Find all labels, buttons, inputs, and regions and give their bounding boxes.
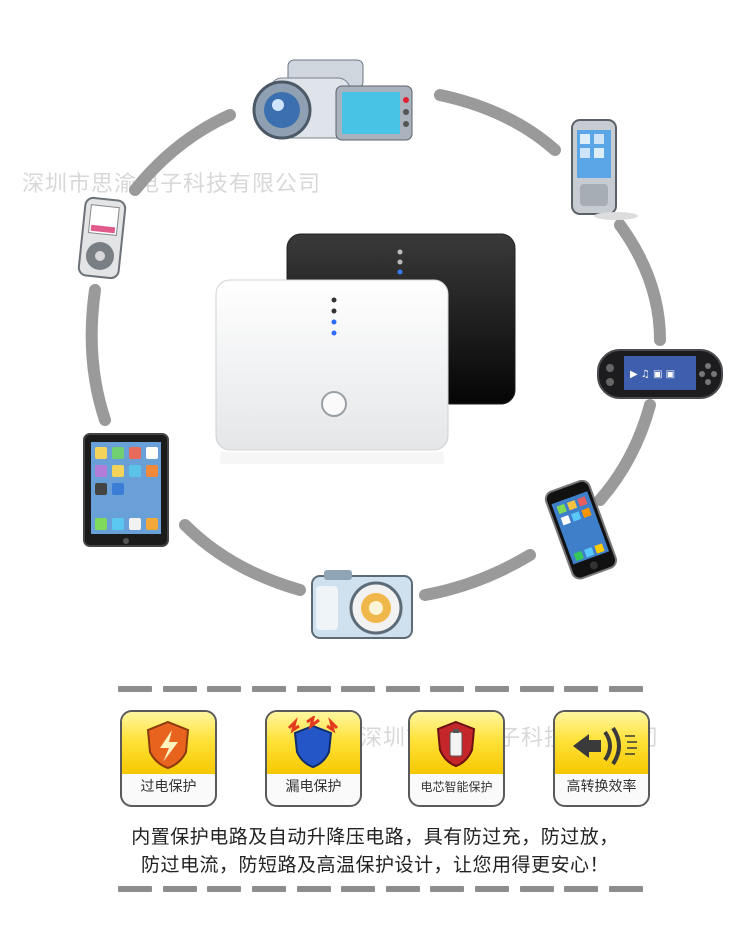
ring-segment xyxy=(434,89,561,156)
battery-shield-icon xyxy=(436,720,476,768)
power-bank-white xyxy=(215,279,449,464)
ring-segment xyxy=(129,109,236,196)
feature-label: 电芯智能保护 xyxy=(420,780,493,794)
camcorder-icon xyxy=(252,59,413,141)
feature-badge-battery: 电芯智能保护 xyxy=(408,710,505,807)
game-console-icon: ▶ ♫ ▣ ▣ xyxy=(597,349,723,399)
divider-top xyxy=(118,686,643,694)
feature-phone-icon xyxy=(571,119,638,220)
description-line-2: 防过电流，防短路及高温保护设计，让您用得更安心！ xyxy=(140,854,609,876)
feature-label: 高转换效率 xyxy=(566,779,637,795)
digital-camera-icon xyxy=(311,570,413,639)
tablet-icon xyxy=(83,433,169,547)
description-line-1: 内置保护电路及自动升降压电路，具有防过充，防过放， xyxy=(131,826,619,848)
ring-segment xyxy=(594,399,656,506)
feature-badge-overcurrent: 过电保护 xyxy=(120,710,217,807)
ring-segment xyxy=(614,219,666,346)
divider-bottom xyxy=(118,886,643,894)
ring-segment xyxy=(85,284,111,426)
ring-segment xyxy=(419,549,536,601)
overcurrent-shield-icon xyxy=(146,720,190,770)
media-player-icon xyxy=(77,196,127,280)
watermark-top: 深圳市思渝电子科技有限公司 xyxy=(22,172,322,197)
leakage-shield-icon xyxy=(287,716,339,769)
feature-badge-efficiency: 高转换效率 xyxy=(553,710,650,807)
power-button-icon xyxy=(321,391,347,417)
feature-label: 过电保护 xyxy=(140,779,197,795)
ring-segment xyxy=(179,519,306,596)
svg-text:▶ ♫ ▣ ▣: ▶ ♫ ▣ ▣ xyxy=(630,369,675,380)
compatibility-ring xyxy=(85,89,666,601)
smartphone-icon xyxy=(544,480,618,580)
feature-label: 漏电保护 xyxy=(285,779,342,795)
efficiency-arrow-icon xyxy=(573,726,637,766)
feature-badge-leakage: 漏电保护 xyxy=(265,710,362,807)
